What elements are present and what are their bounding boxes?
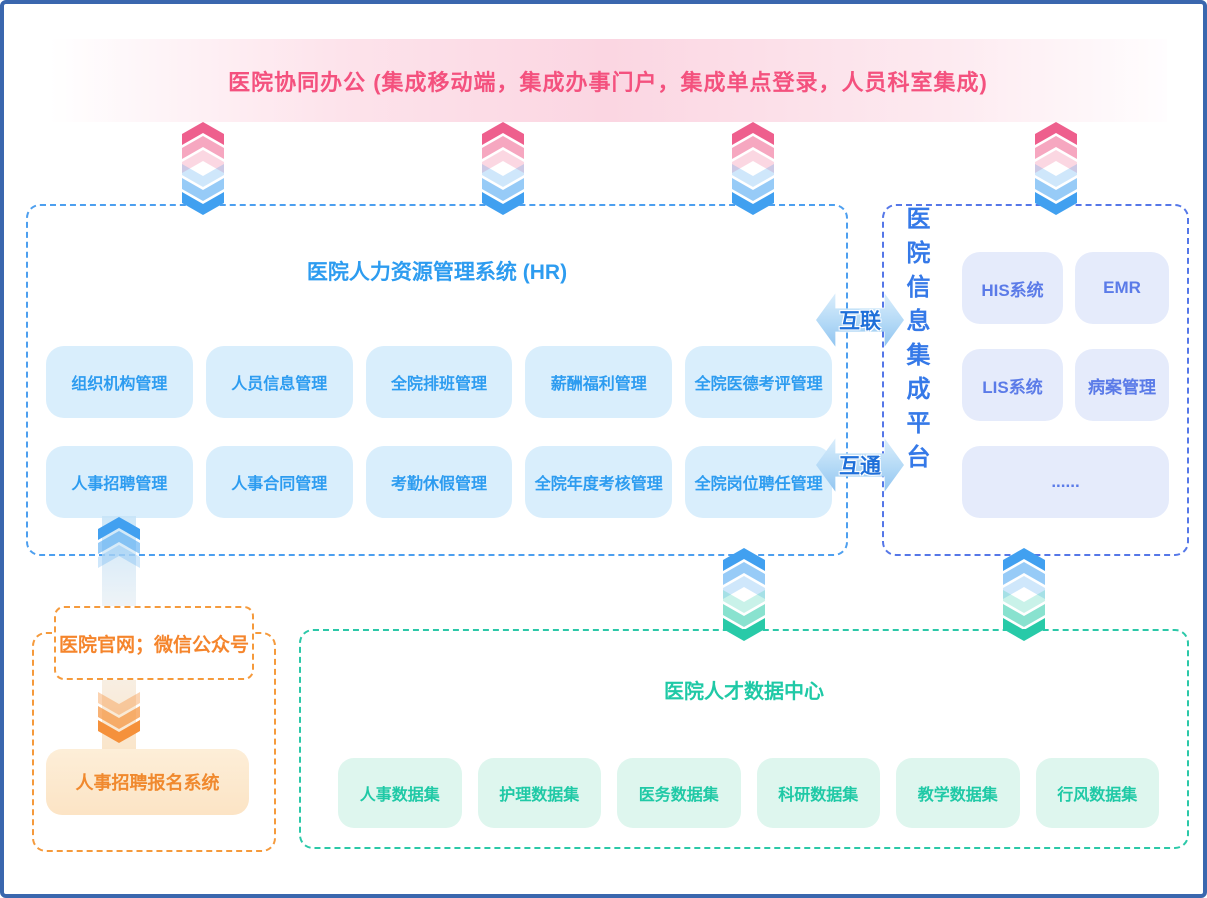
integration-system: EMR xyxy=(1075,252,1169,324)
hr-module: 人员信息管理 xyxy=(205,346,353,418)
hr-module: 人事合同管理 xyxy=(205,446,353,518)
interlink-arrow: 互联 xyxy=(816,291,904,349)
chevron-connector xyxy=(723,548,765,641)
hospital-portal-label: 医院官网；微信公众号 xyxy=(54,606,254,680)
integration-system: LIS系统 xyxy=(962,349,1063,421)
data-center-panel: 医院人才数据中心 人事数据集 护理数据集 医务数据集 科研数据集 教学数据集 行… xyxy=(299,629,1189,849)
integration-systems-grid: HIS系统 EMR LIS系统 病案管理 ...... xyxy=(962,252,1169,518)
hr-module: 全院医德考评管理 xyxy=(685,346,832,418)
chevron-connector xyxy=(482,122,524,215)
dataset: 医务数据集 xyxy=(617,758,741,828)
hr-system-title: 医院人力资源管理系统 (HR) xyxy=(306,261,568,284)
hr-module: 全院年度考核管理 xyxy=(525,446,673,518)
hr-modules-row2: 人事招聘管理 人事合同管理 考勤休假管理 全院年度考核管理 全院岗位聘任管理 xyxy=(46,446,832,518)
integration-system-more: ...... xyxy=(962,446,1169,518)
recruitment-system-box: 人事招聘报名系统 xyxy=(46,749,249,815)
chevron-connector xyxy=(732,122,774,215)
hr-module: 组织机构管理 xyxy=(46,346,193,418)
banner-title: 医院协同办公 (集成移动端，集成办事门户，集成单点登录，人员科室集成) xyxy=(228,69,988,95)
dataset: 行风数据集 xyxy=(1035,758,1159,828)
hr-module: 考勤休假管理 xyxy=(365,446,513,518)
integration-platform-panel: 医院信息集成平台 HIS系统 EMR LIS系统 病案管理 ...... xyxy=(882,204,1189,556)
dataset: 教学数据集 xyxy=(896,758,1020,828)
dataset: 科研数据集 xyxy=(756,758,880,828)
dataset-row: 人事数据集 护理数据集 医务数据集 科研数据集 教学数据集 行风数据集 xyxy=(338,758,1159,828)
hr-modules-row1: 组织机构管理 人员信息管理 全院排班管理 薪酬福利管理 全院医德考评管理 xyxy=(46,346,832,418)
interop-label: 互通 xyxy=(839,455,881,478)
chevron-connector xyxy=(98,692,140,743)
dataset: 护理数据集 xyxy=(477,758,601,828)
hr-module: 薪酬福利管理 xyxy=(525,346,673,418)
chevron-connector xyxy=(98,517,140,568)
interlink-label: 互联 xyxy=(839,310,881,333)
integration-system: HIS系统 xyxy=(962,252,1063,324)
hr-module: 全院排班管理 xyxy=(365,346,513,418)
interop-arrow: 互通 xyxy=(816,436,904,494)
hr-module: 全院岗位聘任管理 xyxy=(685,446,832,518)
integration-system: 病案管理 xyxy=(1075,349,1169,421)
chevron-connector xyxy=(1003,548,1045,641)
chevron-connector xyxy=(1035,122,1077,215)
integration-platform-title: 医院信息集成平台 xyxy=(902,206,929,478)
collaboration-banner: 医院协同办公 (集成移动端，集成办事门户，集成单点登录，人员科室集成) xyxy=(49,39,1167,122)
data-center-title: 医院人才数据中心 xyxy=(664,681,824,703)
chevron-connector xyxy=(182,122,224,215)
dataset: 人事数据集 xyxy=(338,758,462,828)
hr-system-panel: 医院人力资源管理系统 (HR) 组织机构管理 人员信息管理 全院排班管理 薪酬福… xyxy=(26,204,848,556)
hr-module: 人事招聘管理 xyxy=(46,446,193,518)
